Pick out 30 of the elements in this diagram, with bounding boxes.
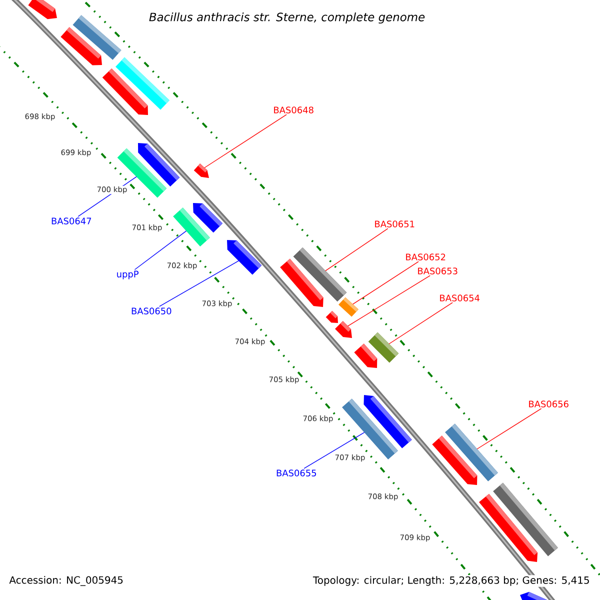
gene-label: BAS0656 [529,400,568,408]
gene-bar [173,208,210,246]
gene-bar [335,321,352,338]
leader-line [304,432,365,469]
leader-line [348,275,430,326]
leader-line [325,228,388,272]
gene-bar [194,164,209,178]
gene-bar [445,424,498,482]
gene-label: BAS0655 [276,470,316,476]
gene-bar [368,332,399,363]
gene-bar [293,247,347,302]
leader-line [134,230,187,270]
gene-label: BAS0650 [132,308,172,314]
gene-label: BAS0653 [418,268,458,274]
gene-label: BAS0654 [440,294,480,302]
gene-label: BAS0648 [274,106,314,114]
gene-bar [338,297,358,317]
gene-bar [227,240,262,275]
leader-line [159,260,239,307]
gene-label: uppP [117,270,138,280]
leader-line [204,114,287,168]
leader-line [476,408,542,450]
title: Bacillus anthracis str. Sterne, complete genome [149,12,425,24]
gene-label: BAS0647 [52,218,92,224]
accession-label: Accession: NC_005945 [9,576,123,586]
gene-label: BAS0651 [375,220,414,228]
gene-label: BAS0652 [406,254,446,260]
leader-line [352,261,419,305]
leader-line [388,302,453,344]
genome-info: Topology: circular; Length: 5,228,663 bp; Genes: 5,415 [312,575,591,587]
